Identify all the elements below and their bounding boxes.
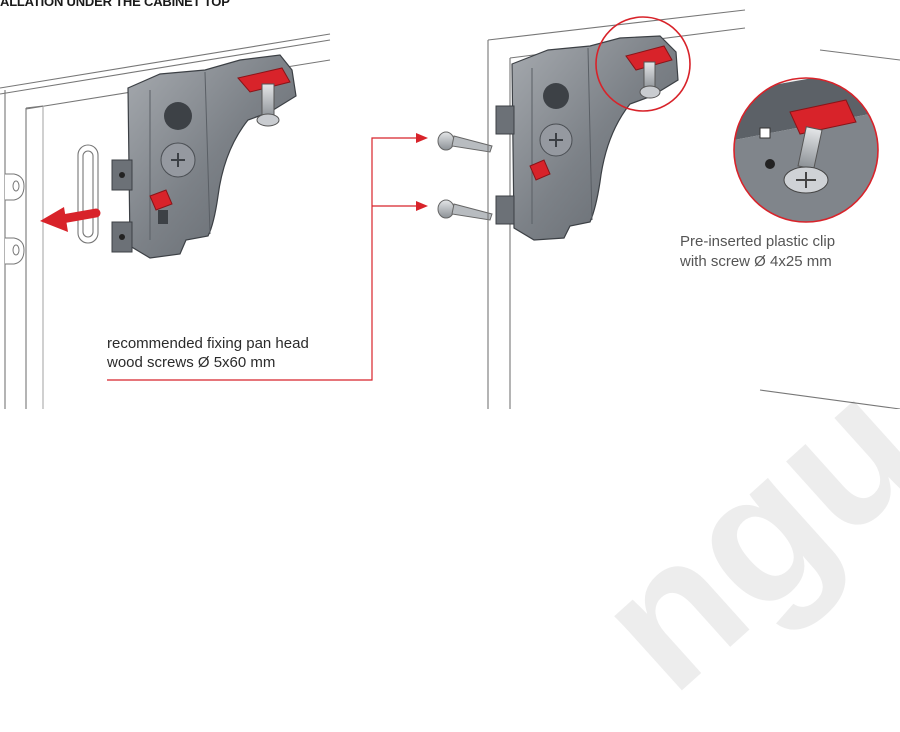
right-bracket: [495, 35, 679, 241]
screw-caption-line2: wood screws Ø 5x60 mm: [107, 354, 276, 371]
arrowhead-top: [416, 133, 428, 143]
screw-callout-line: [107, 137, 418, 381]
slot-outline: [77, 144, 99, 244]
diagram-title: ALLATION UNDER THE CABINET TOP: [0, 0, 230, 9]
arrowhead-bottom: [416, 201, 428, 211]
clip-caption: Pre-inserted plastic clip with screw Ø 4…: [680, 232, 835, 272]
screw-caption-line1: recommended fixing pan head: [107, 335, 309, 352]
clip-caption-line1: Pre-inserted plastic clip: [680, 233, 836, 250]
clip-caption-line2: with screw Ø 4x25 mm: [680, 253, 832, 270]
screw-caption: recommended fixing pan head wood screws …: [107, 334, 309, 372]
diagram-illustration: [0, 9, 900, 409]
left-bracket: [111, 54, 297, 259]
detail-zoom: [733, 77, 879, 223]
direction-arrow: [40, 207, 101, 232]
shelf-holes: [5, 173, 25, 265]
loose-screw-top: [437, 131, 493, 153]
highlight-circle: [595, 16, 691, 112]
loose-screw-bottom: [437, 199, 493, 221]
